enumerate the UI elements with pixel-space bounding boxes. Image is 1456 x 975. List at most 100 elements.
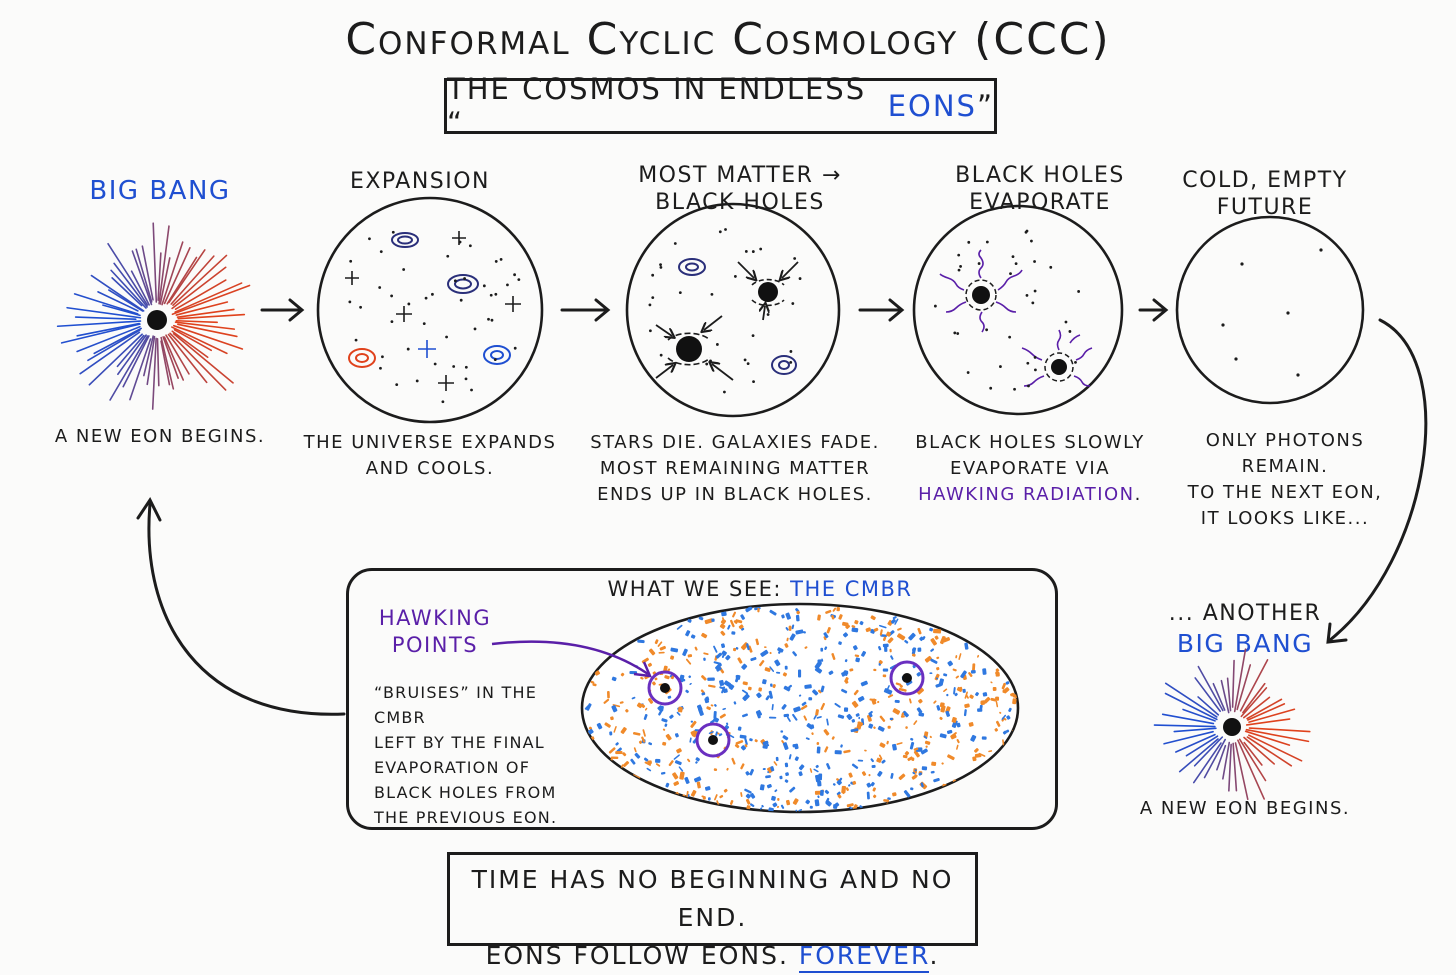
star-dot — [348, 300, 352, 304]
cmbr-speck — [704, 618, 713, 625]
cmbr-speck — [878, 660, 883, 665]
cmbr-speck — [801, 701, 807, 706]
cmbr-speck — [771, 703, 774, 711]
burst-ray — [116, 334, 145, 368]
cmbr-speck — [968, 672, 973, 677]
cmbr-speck — [815, 764, 819, 769]
cmbr-speck — [749, 738, 753, 742]
cmbr-speck — [735, 647, 739, 650]
cmbr-speck — [903, 790, 911, 798]
burst-ray — [113, 262, 148, 308]
hawking-points-label: HAWKING POINTS — [370, 605, 500, 659]
cmbr-speck — [931, 761, 937, 766]
evaporate-circle — [912, 204, 1124, 416]
cmbr-speck — [721, 651, 726, 658]
cmbr-speck — [664, 675, 670, 680]
cmbr-speck — [764, 667, 771, 672]
cmbr-speck — [968, 722, 974, 727]
burst-ray — [1185, 735, 1219, 757]
burst-ray — [151, 337, 157, 410]
cmbr-speck — [677, 706, 683, 713]
cmbr-speck — [747, 686, 752, 691]
cmbr-speck — [982, 692, 988, 697]
cmbr-speck — [643, 714, 648, 720]
cmbr-speck — [768, 807, 774, 812]
star-dot — [490, 318, 494, 322]
cmbr-speck — [816, 741, 820, 745]
star-dot — [359, 305, 362, 309]
burst-ray — [177, 313, 246, 320]
star-dot — [1009, 272, 1012, 276]
burst-ray — [1173, 727, 1217, 733]
cmbr-speck — [745, 606, 753, 613]
cmbr-speck — [945, 710, 951, 717]
cmbr-speck — [687, 619, 692, 623]
cmbr-speck — [792, 713, 798, 721]
cmbr-speck — [970, 669, 976, 674]
cmbr-speck — [858, 721, 864, 727]
cmbr-speck — [682, 648, 688, 657]
stage-evaporate-label-line1: BLACK HOLES — [955, 163, 1125, 188]
burst-ray — [110, 269, 147, 309]
cmbr-speck — [690, 789, 697, 797]
cmbr-speck — [836, 607, 840, 612]
subtitle-highlight: EONS — [887, 89, 977, 123]
cmbr-speck — [769, 609, 777, 616]
burst-ray — [174, 279, 227, 311]
cmbr-speck — [608, 747, 616, 754]
cmbr-speck — [831, 614, 835, 620]
star-dot — [513, 273, 516, 277]
cmbr-speck — [826, 627, 831, 634]
footer-line2-prefix: EONS FOLLOW EONS. — [485, 941, 799, 970]
cmbr-speck — [630, 758, 636, 765]
cmbr-speck — [909, 698, 912, 704]
burst-ray — [60, 323, 141, 344]
cmbr-speck — [848, 772, 853, 778]
cmbr-speck — [722, 688, 728, 694]
cmbr-speck — [947, 754, 955, 761]
burst-ray — [93, 327, 142, 355]
cmbr-speck — [669, 714, 674, 719]
cmbr-speck — [710, 704, 714, 707]
cmbr-speck — [914, 769, 917, 772]
cmbr-speck — [940, 705, 946, 713]
burst-ray — [177, 323, 238, 338]
cmbr-speck — [769, 651, 772, 655]
cmbr-speck — [596, 722, 603, 730]
forever-text: FOREVER — [798, 941, 930, 973]
stage-future-label: COLD, EMPTY FUTURE — [1160, 167, 1370, 221]
star-dot — [473, 327, 477, 331]
star-dot — [1025, 229, 1029, 233]
burst-ray — [172, 324, 244, 350]
cmbr-speck — [795, 614, 800, 622]
burst-ray — [1212, 682, 1226, 711]
cmbr-speck — [876, 757, 882, 763]
cmbr-speck — [990, 681, 993, 684]
cmbr-speck — [901, 712, 905, 716]
cmbr-speck — [988, 750, 993, 753]
stage-big-bang-label: BIG BANG — [89, 176, 231, 206]
cmbr-speck — [878, 646, 882, 651]
cmbr-speck — [592, 683, 597, 687]
stage-future-label-line1: COLD, EMPTY — [1182, 168, 1348, 193]
cmbr-speck — [929, 672, 933, 675]
cmbr-speck — [817, 689, 822, 694]
cmbr-speck — [812, 689, 819, 696]
burst-ray — [1222, 741, 1231, 780]
cmbr-speck — [902, 710, 909, 718]
star-dot — [648, 329, 652, 333]
cmbr-speck — [823, 632, 829, 639]
star-dot — [1033, 355, 1037, 359]
cmbr-speck — [785, 612, 792, 620]
star-dot — [463, 277, 466, 280]
cmbr-speck — [713, 711, 717, 719]
cmbr-speck — [745, 793, 751, 799]
cmbr-speck — [842, 632, 849, 638]
star-dot — [378, 286, 382, 289]
cmbr-speck — [723, 680, 732, 687]
cmbr-speck — [870, 615, 876, 621]
cmbr-speck — [846, 713, 853, 720]
cmbr-speck — [824, 646, 828, 651]
star-dot — [1025, 293, 1029, 297]
cmbr-speck — [854, 620, 859, 625]
